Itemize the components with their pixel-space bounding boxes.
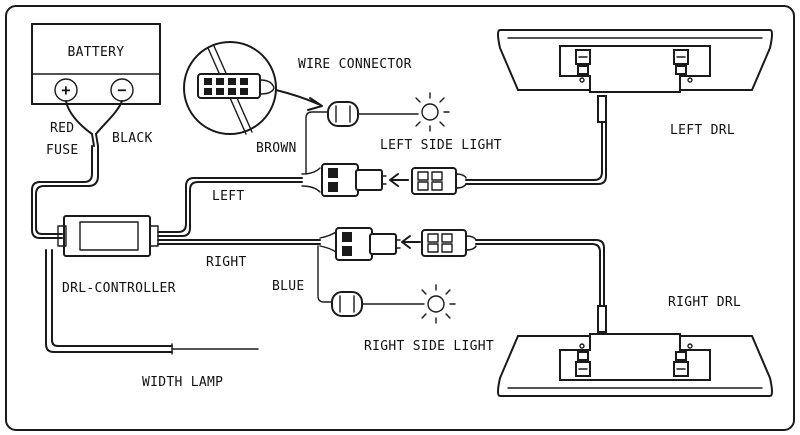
left-harness-connector [301, 163, 387, 197]
diagram-frame [5, 5, 795, 431]
battery-label: BATTERY [68, 45, 125, 60]
left-drl-label: LEFT DRL [670, 123, 735, 138]
left-drl-lamp [497, 29, 773, 93]
right-drl-lamp [497, 333, 773, 397]
wire-connector-label: WIRE CONNECTOR [298, 57, 412, 72]
drl-controller [57, 215, 159, 257]
left-plug-arrow-icon [389, 173, 409, 187]
black-wire-label: BLACK [112, 131, 153, 146]
drl-controller-label: DRL-CONTROLLER [62, 281, 176, 296]
battery: BATTERY + − [31, 23, 161, 105]
negative-terminal-label: − [117, 81, 126, 99]
left-drl-plug [411, 167, 467, 195]
right-drl-label: RIGHT DRL [668, 295, 741, 310]
positive-terminal-label: + [61, 81, 70, 99]
right-output-label: RIGHT [206, 255, 247, 270]
red-wire-label: RED [50, 121, 74, 136]
wire-connector-detail [183, 41, 277, 135]
blue-wire-label: BLUE [272, 279, 305, 294]
left-side-light-bulb-icon [415, 92, 450, 132]
right-plug-arrow-icon [401, 235, 421, 249]
left-side-light-label: LEFT SIDE LIGHT [380, 138, 502, 153]
brown-wire-label: BROWN [256, 141, 297, 156]
right-side-light-label: RIGHT SIDE LIGHT [364, 339, 494, 354]
right-side-light-bulb-icon [421, 284, 456, 324]
fuse-label: FUSE [46, 143, 79, 158]
right-drl-plug [421, 229, 477, 257]
left-output-label: LEFT [212, 189, 245, 204]
width-lamp-label: WIDTH LAMP [142, 375, 223, 390]
wire-connector-pointer-arrow-icon [275, 89, 323, 111]
right-harness-connector [319, 227, 401, 261]
